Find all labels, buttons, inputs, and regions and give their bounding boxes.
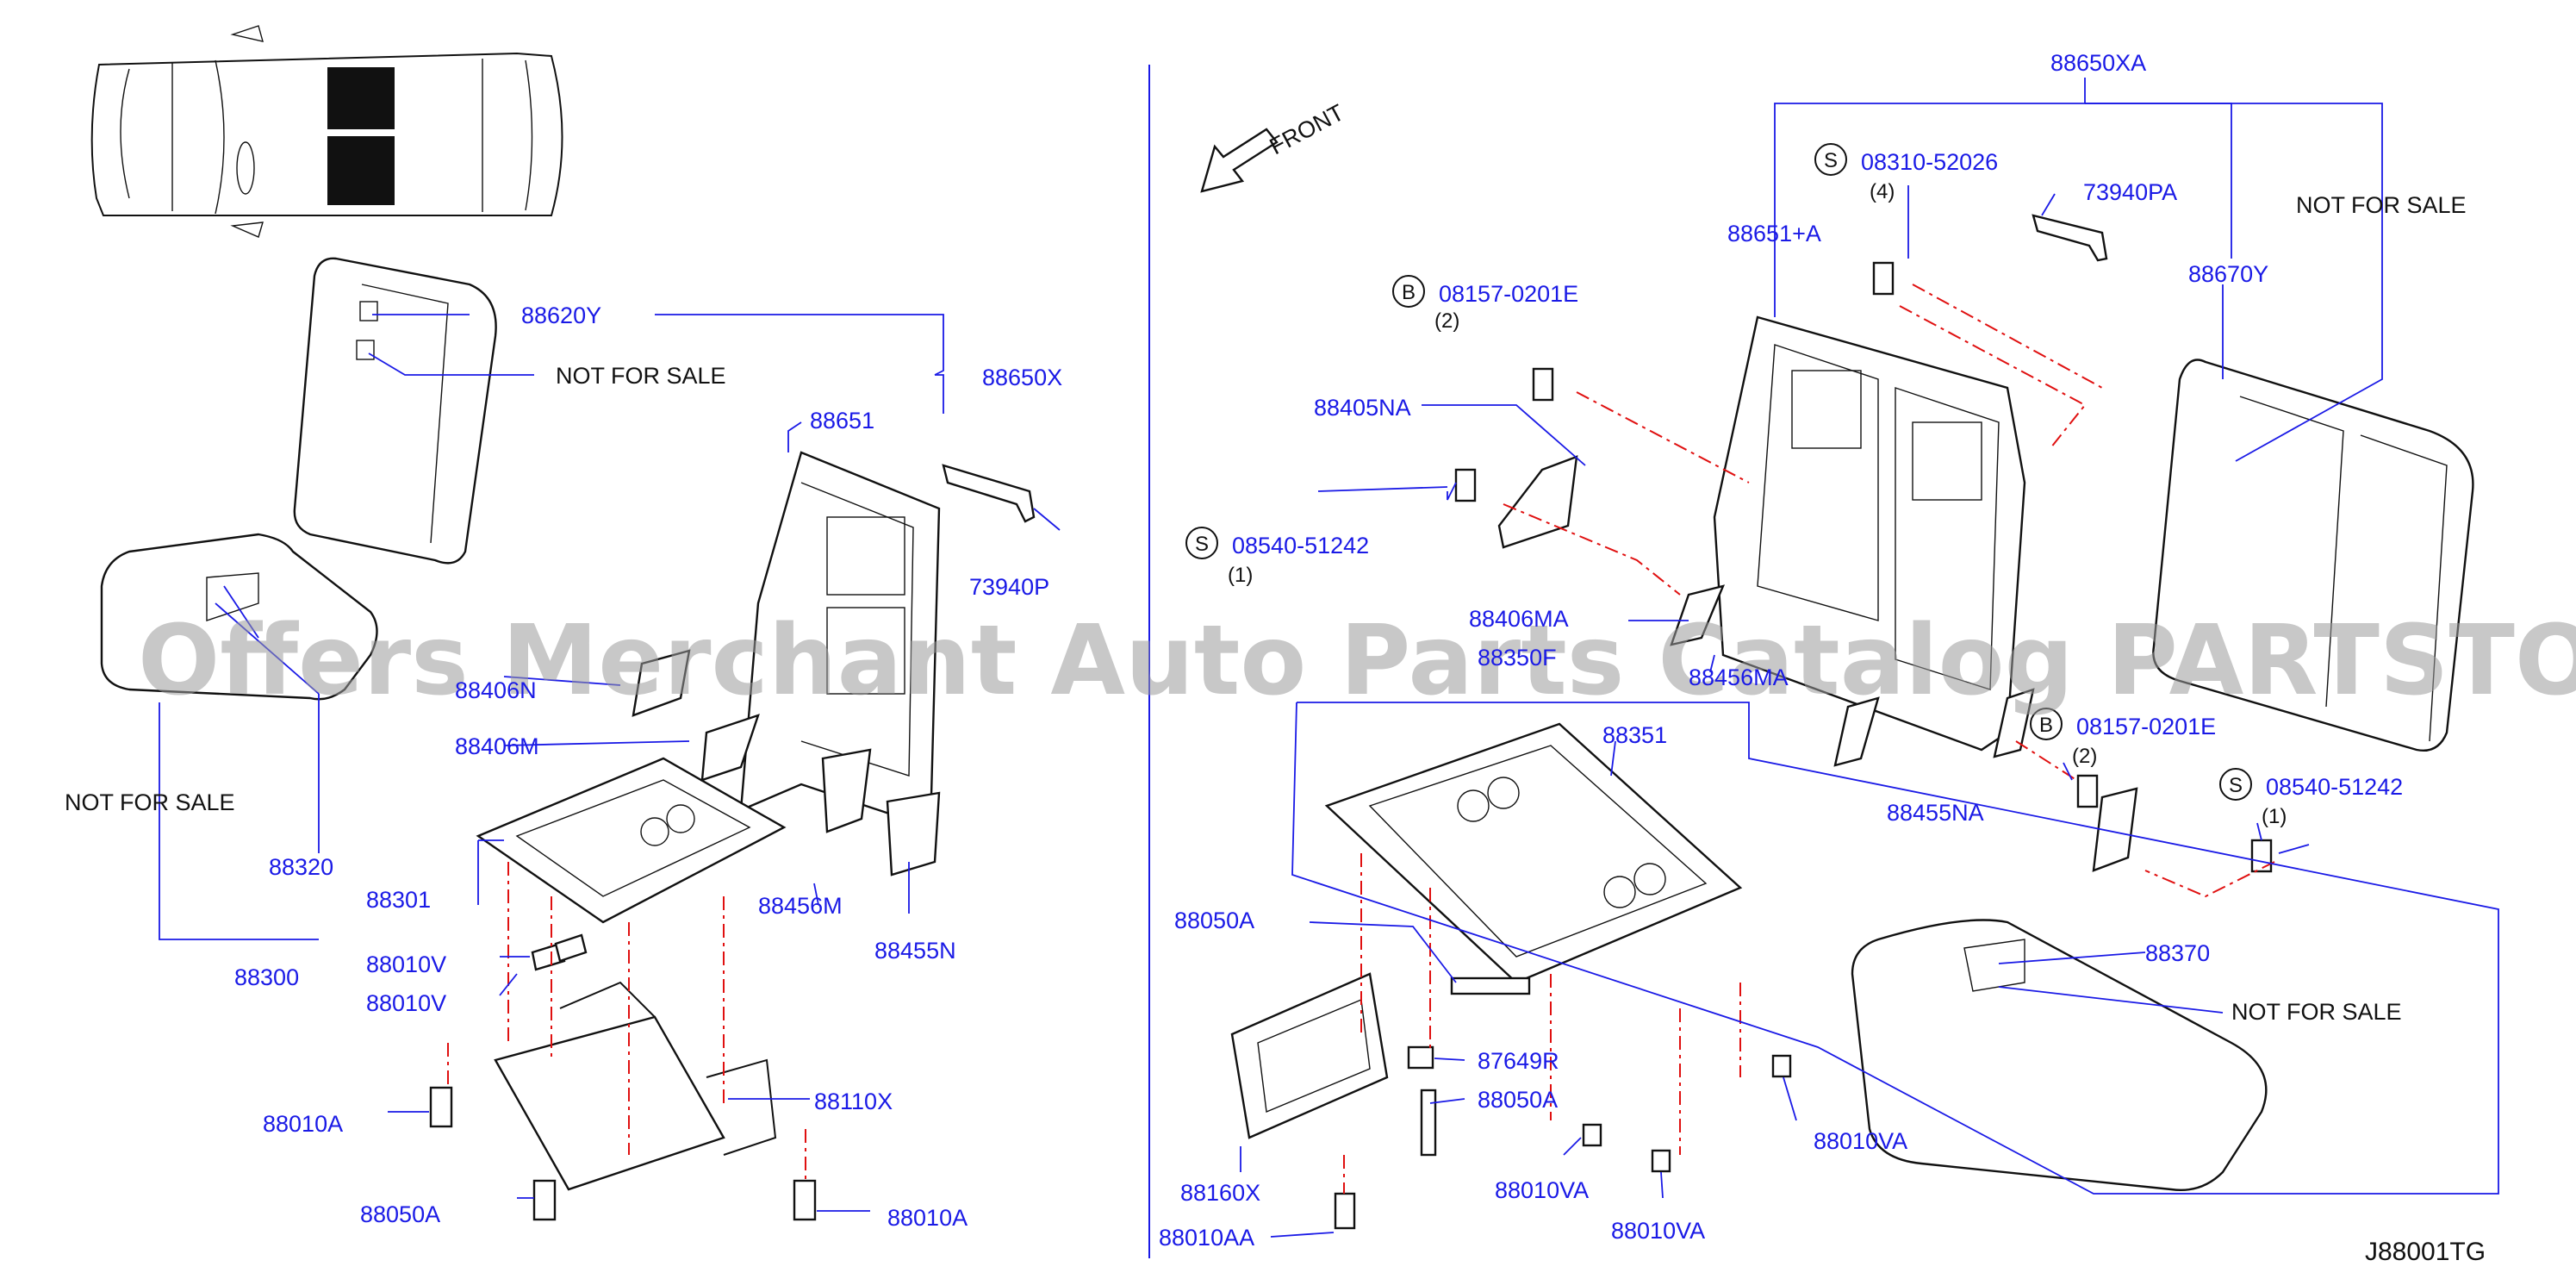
label-88300: 88300 [234,964,299,990]
label-88456M: 88456M [758,893,843,919]
label-08540-51242-1: 08540-51242 [1232,533,1369,558]
qty-08540-51242-1: (1) [1228,564,1253,587]
seat-cushion-trim-left [100,533,378,701]
seat-location-front-icon [327,67,395,129]
label-88455NA: 88455NA [1887,800,1984,826]
label-88010A-2: 88010A [887,1205,968,1231]
leader-lines-left [159,314,1061,1212]
seat-back-frame-left [739,451,941,829]
label-88455N: 88455N [874,938,956,964]
seat-location-rear-icon [327,136,395,205]
label-88301: 88301 [366,887,431,913]
label-88010V-2: 88010V [366,990,446,1016]
label-88620Y: 88620Y [521,303,601,328]
code-S-2: S [1195,533,1209,556]
assembly-dash-lines-right [1343,284,2275,1194]
label-88050A-left: 88050A [360,1201,440,1227]
label-87649R: 87649R [1478,1048,1559,1074]
label-88406MA: 88406MA [1469,606,1569,632]
label-08157-0201E-2: 08157-0201E [2076,714,2216,739]
front-arrow [1200,128,1279,193]
label-88651A: 88651+A [1727,221,1821,246]
label-88110X: 88110X [814,1089,893,1114]
code-B-2: B [2039,714,2053,737]
fasteners-left [429,933,817,1221]
label-88406N: 88406N [455,677,537,703]
fasteners-right [1334,261,2273,1230]
watermark-layer: Offers Merchant Auto Parts Catalog PARTS… [138,605,2576,717]
label-88010AA: 88010AA [1159,1225,1254,1251]
code-B-1: B [1402,281,1416,304]
seat-back-trim-right [2152,359,2474,752]
watermark: Offers Merchant Auto Parts Catalog PARTS… [138,605,2576,717]
seat-cushion-frame-left [476,757,787,924]
label-88010VA-2: 88010VA [1611,1218,1705,1244]
label-08157-0201E-1: 08157-0201E [1439,281,1578,307]
code-S-1: S [1824,149,1838,172]
label-88320: 88320 [269,854,333,880]
seat-back-trim-left [293,257,497,565]
front-label: FRONT [1266,99,1348,159]
label-88350F: 88350F [1478,645,1557,671]
label-88010A-1: 88010A [263,1111,343,1137]
label-88050A-right-1: 88050A [1174,908,1254,933]
qty-08157-0201E-1: (2) [1434,309,1459,333]
assembly-dash-lines-left [447,862,806,1181]
qty-08157-0201E-2: (2) [2072,745,2097,768]
seat-cushion-frame-right [1324,722,1743,984]
label-not-for-sale-1: NOT FOR SALE [556,363,726,389]
vehicle-top-view [90,25,563,238]
label-not-for-sale-2: NOT FOR SALE [65,789,235,815]
label-73940P: 73940P [969,574,1049,600]
seat-cushion-trim-right [1851,919,2268,1191]
label-88160X: 88160X [1180,1180,1260,1206]
label-88370: 88370 [2145,940,2210,966]
code-markers [1185,143,2252,801]
label-88456MA: 88456MA [1689,664,1789,690]
label-88651: 88651 [810,408,874,434]
qty-08540-51242-2: (1) [2262,805,2287,828]
label-88650XA: 88650XA [2050,50,2146,76]
label-not-for-sale-3: NOT FOR SALE [2296,192,2467,218]
headrest-guide-left [942,464,1036,523]
label-88010V-1: 88010V [366,951,446,977]
label-73940PA: 73940PA [2083,179,2177,205]
side-trim-parts-right [1497,214,2138,872]
label-88406M: 88406M [455,733,539,759]
leader-lines-right [1240,78,2499,1238]
label-88670Y: 88670Y [2188,261,2268,287]
code-S-3: S [2229,774,2243,797]
label-88650X: 88650X [982,365,1062,390]
label-08310-52026: 08310-52026 [1861,149,1998,175]
leg-frame-left [494,981,777,1191]
side-trim-parts-left [632,649,941,877]
qty-08310-52026: (4) [1870,180,1895,203]
cover-bracket-right [1230,972,1389,1139]
label-88010VA-3: 88010VA [1814,1128,1907,1154]
label-88351: 88351 [1602,722,1667,748]
label-88405NA: 88405NA [1314,395,1411,421]
label-08540-51242-2: 08540-51242 [2266,774,2403,800]
label-88050A-right-2: 88050A [1478,1087,1558,1113]
seat-back-frame-right [1713,315,2026,752]
diagram-code: J88001TG [2365,1238,2486,1266]
label-88010VA-1: 88010VA [1495,1177,1589,1203]
label-not-for-sale-4: NOT FOR SALE [2231,999,2402,1025]
